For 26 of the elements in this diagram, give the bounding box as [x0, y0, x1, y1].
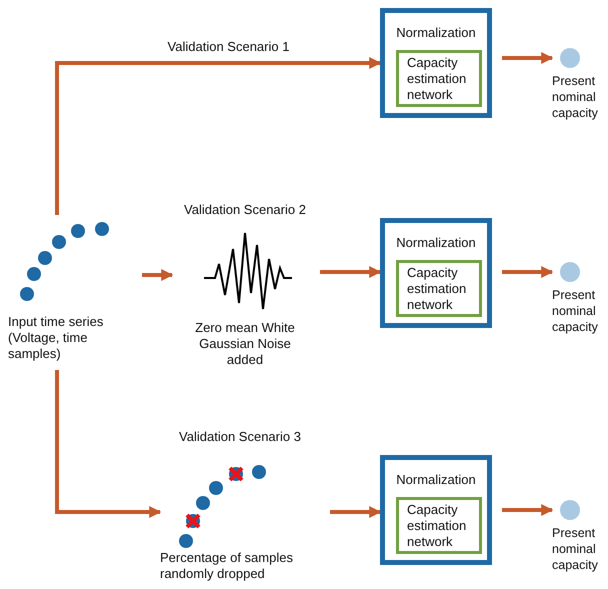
box-heading: Normalization [395, 235, 477, 251]
arrow [320, 266, 382, 278]
normalization-box [380, 455, 492, 565]
arrow [55, 370, 162, 518]
node-label: Percentage of samples randomly dropped [160, 550, 294, 582]
node-label: Present nominal capacity [552, 525, 599, 573]
network-box [396, 50, 482, 107]
node-label: Present nominal capacity [552, 287, 599, 335]
normalization-box [380, 218, 492, 328]
box-heading: Normalization [395, 25, 477, 41]
node-label: Capacity estimation network [407, 502, 468, 550]
arrow [142, 269, 174, 281]
node-label: Capacity estimation network [407, 55, 468, 103]
network-box [396, 260, 482, 317]
network-box [396, 497, 482, 554]
node-label: Zero mean White Gaussian Noise added [194, 320, 296, 368]
box-heading: Normalization [395, 472, 477, 488]
arrow [55, 57, 382, 215]
arrow [502, 504, 554, 516]
node-label: Input time series (Voltage, time samples) [8, 314, 104, 362]
normalization-box [380, 8, 492, 118]
node-label: Capacity estimation network [407, 265, 468, 313]
arrow [502, 52, 554, 64]
node-label: Present nominal capacity [552, 73, 599, 121]
arrow [502, 266, 554, 278]
arrow [330, 506, 382, 518]
